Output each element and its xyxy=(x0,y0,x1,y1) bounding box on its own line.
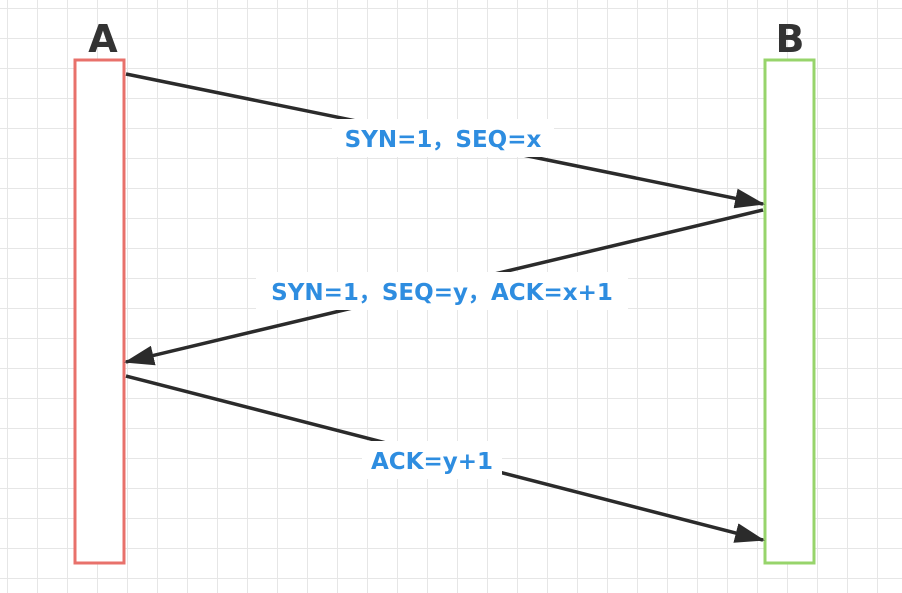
participant-b-lifeline xyxy=(763,58,816,565)
message-1-label-bg xyxy=(332,119,554,157)
message-2-label: SYN=1，SEQ=y，ACK=x+1 xyxy=(271,280,613,306)
participant-a-label: A xyxy=(88,17,118,61)
message-1-label: SYN=1，SEQ=x xyxy=(345,127,542,153)
message-3-label: ACK=y+1 xyxy=(371,449,493,475)
participant-b-label: B xyxy=(776,17,805,61)
participant-a-lifeline xyxy=(73,58,126,565)
message-3-label-bg xyxy=(362,441,502,479)
message-2-label-bg xyxy=(256,272,628,310)
